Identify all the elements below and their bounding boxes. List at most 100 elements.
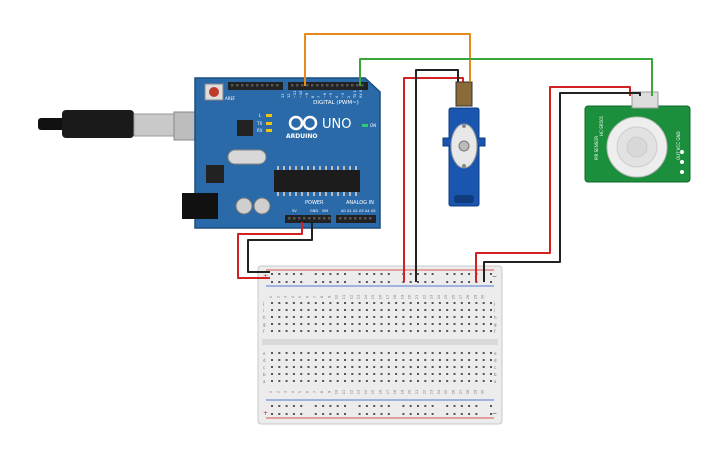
column-label: 8 xyxy=(320,391,324,393)
terminal-hole xyxy=(431,302,434,304)
terminal-hole xyxy=(351,302,354,304)
rail-hole xyxy=(460,273,463,275)
terminal-hole xyxy=(351,316,354,318)
column-label: 14 xyxy=(364,389,368,394)
terminal-hole xyxy=(358,352,361,354)
rail-hole xyxy=(285,413,288,415)
digital-pin-label: 7 xyxy=(317,96,321,98)
analog-header-label: ANALOG IN xyxy=(346,200,374,206)
usb-cable xyxy=(38,110,209,141)
terminal-hole xyxy=(322,373,325,375)
rail-hole xyxy=(322,405,325,407)
terminal-hole xyxy=(373,380,376,382)
column-label: 20 xyxy=(408,295,412,299)
power-header-label: POWER xyxy=(305,200,324,206)
v5-label: 5V xyxy=(292,209,297,213)
column-label: 7 xyxy=(313,391,317,393)
rail-hole xyxy=(358,273,361,275)
terminal-hole xyxy=(482,359,485,361)
terminal-hole xyxy=(300,309,303,311)
terminal-hole xyxy=(387,380,390,382)
rail-hole xyxy=(373,281,376,283)
pir-pin-header xyxy=(631,91,659,109)
pir-pin-dot xyxy=(680,160,684,164)
terminal-hole xyxy=(351,352,354,354)
terminal-hole xyxy=(431,380,434,382)
wire-black-arduino-gnd xyxy=(247,222,313,273)
row-label: e xyxy=(263,351,266,356)
header-hole xyxy=(251,84,254,87)
header-hole xyxy=(326,84,329,87)
terminal-hole xyxy=(314,309,317,311)
terminal-hole xyxy=(409,352,412,354)
row-label: b xyxy=(263,372,266,377)
rail-hole xyxy=(314,273,317,275)
terminal-hole xyxy=(314,302,317,304)
terminal-hole xyxy=(278,316,281,318)
rail-hole xyxy=(278,405,281,407)
terminal-hole xyxy=(336,323,339,325)
pir-sensor: PIR SENSOR HC-SR501 OUT VCC GND xyxy=(584,91,691,183)
chip-leg xyxy=(307,192,309,196)
column-label: 19 xyxy=(400,390,404,394)
rail-hole xyxy=(322,273,325,275)
terminal-hole xyxy=(271,380,273,382)
column-label: 25 xyxy=(444,390,448,394)
terminal-hole xyxy=(314,366,317,368)
column-label: 26 xyxy=(452,390,456,394)
terminal-hole xyxy=(322,380,325,382)
terminal-hole xyxy=(322,302,325,304)
terminal-hole xyxy=(453,373,456,375)
aref-label: AREF xyxy=(225,96,236,101)
rail-hole xyxy=(460,413,463,415)
terminal-hole xyxy=(373,330,376,332)
header-hole xyxy=(306,84,309,87)
terminal-hole xyxy=(395,359,398,361)
column-label: 12 xyxy=(349,295,353,299)
digital-pin-label: ~10 xyxy=(299,91,303,98)
rail-hole xyxy=(365,273,368,275)
terminal-hole xyxy=(358,380,361,382)
terminal-hole xyxy=(351,323,354,325)
terminal-hole xyxy=(417,316,419,318)
chip-leg xyxy=(277,192,279,196)
column-label: 19 xyxy=(400,295,404,299)
rail-hole xyxy=(329,273,332,275)
terminal-hole xyxy=(314,330,317,332)
rail-hole xyxy=(344,405,346,407)
terminal-hole xyxy=(271,366,273,368)
pir-left-label: PIR SENSOR xyxy=(594,136,599,160)
terminal-hole xyxy=(446,309,449,311)
row-label: d xyxy=(263,358,266,363)
terminal-hole xyxy=(468,359,471,361)
rail-hole xyxy=(387,405,390,407)
header-hole xyxy=(303,217,306,220)
column-label: 23 xyxy=(430,390,434,394)
terminal-hole xyxy=(285,380,288,382)
terminal-hole xyxy=(365,366,368,368)
rail-hole xyxy=(446,281,449,283)
rail-hole xyxy=(329,281,332,283)
uno-logo-text: UNO xyxy=(322,117,351,132)
terminal-hole xyxy=(460,316,463,318)
chip-leg xyxy=(331,166,333,170)
rail-hole xyxy=(358,281,361,283)
column-label: 7 xyxy=(313,296,317,298)
terminal-hole xyxy=(380,373,383,375)
terminal-hole xyxy=(365,373,368,375)
digital-pin-label: ~9 xyxy=(305,93,309,98)
digital-pin-label: TX 1 xyxy=(353,90,357,99)
terminal-hole xyxy=(329,366,332,368)
terminal-hole xyxy=(322,366,325,368)
rail-hole xyxy=(336,273,339,275)
terminal-hole xyxy=(460,323,463,325)
terminal-hole xyxy=(460,302,463,304)
terminal-hole xyxy=(278,309,281,311)
header-hole xyxy=(236,84,239,87)
terminal-hole xyxy=(402,359,405,361)
reset-button-cap xyxy=(209,87,219,97)
chip-leg xyxy=(295,192,297,196)
terminal-hole xyxy=(417,373,419,375)
breadboard: 1122334455667788991010111112121313141415… xyxy=(257,265,503,425)
terminal-hole xyxy=(387,316,390,318)
